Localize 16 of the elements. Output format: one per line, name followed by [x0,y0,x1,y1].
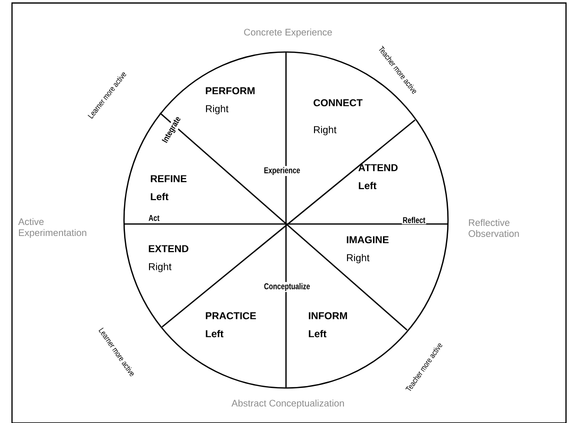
sector-label: PERFORM Right [206,87,255,114]
sector-label: EXTEND Right [148,245,188,272]
axis-label: Reflect [402,216,426,224]
pole-label: Reflective Observation [468,219,519,237]
sector-label: CONNECT Right [314,99,363,136]
sector-label: IMAGINE Right [346,236,389,264]
sector-label: REFINE Left [150,175,186,200]
axis-label: Experience [263,166,301,176]
axis-label: Conceptualize [263,282,311,292]
pole-label: Active Experimentation [18,218,86,238]
sector-label: INFORM Left [308,312,347,338]
axis-label: Act [148,214,160,222]
pole-label: Abstract Conceptualization [232,400,344,408]
pole-label: Concrete Experience [244,28,332,38]
sector-label: PRACTICE Left [206,312,256,338]
sector-label: ATTEND Left [358,164,398,190]
